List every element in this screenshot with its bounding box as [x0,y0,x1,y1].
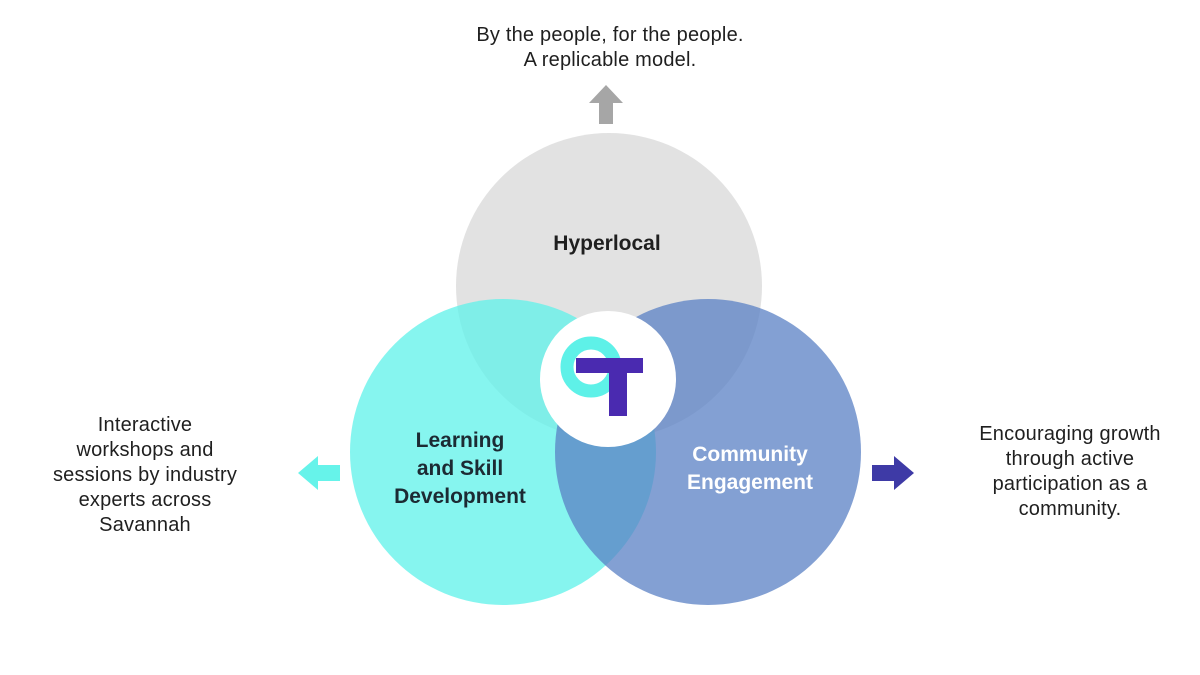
learning-label-line: Learning [415,429,505,452]
top-caption-line: A replicable model. [523,49,697,71]
community-label-line: Engagement [686,471,814,494]
learning-label-line: and Skill [416,457,504,480]
left-caption-line: workshops and [76,439,214,461]
learning-label-line: Development [394,485,526,508]
left-caption-line: sessions by industry [52,464,238,486]
hyperlocal-label: Hyperlocal [507,230,707,258]
left-caption-line: experts across [78,489,212,511]
top-caption: By the people, for the people. A replica… [400,23,820,73]
arrow-up-icon [589,85,623,124]
community-label: Community Engagement [650,441,850,497]
left-caption-line: Interactive [97,414,193,436]
left-caption-line: Savannah [99,514,191,536]
arrow-left-icon [298,456,340,490]
brand-logo-icon [540,311,676,447]
community-label-line: Community [692,443,808,466]
learning-label: Learning and Skill Development [370,427,550,511]
right-caption-line: through active [1005,448,1135,470]
right-caption: Encouraging growth through active partic… [950,422,1190,522]
hyperlocal-label-text: Hyperlocal [553,232,661,255]
top-caption-line: By the people, for the people. [476,24,744,46]
right-caption-line: community. [1018,498,1122,520]
arrow-right-icon [872,456,914,490]
right-caption-line: Encouraging growth [979,423,1161,445]
left-caption: Interactive workshops and sessions by in… [30,413,260,538]
right-caption-line: participation as a [992,473,1148,495]
